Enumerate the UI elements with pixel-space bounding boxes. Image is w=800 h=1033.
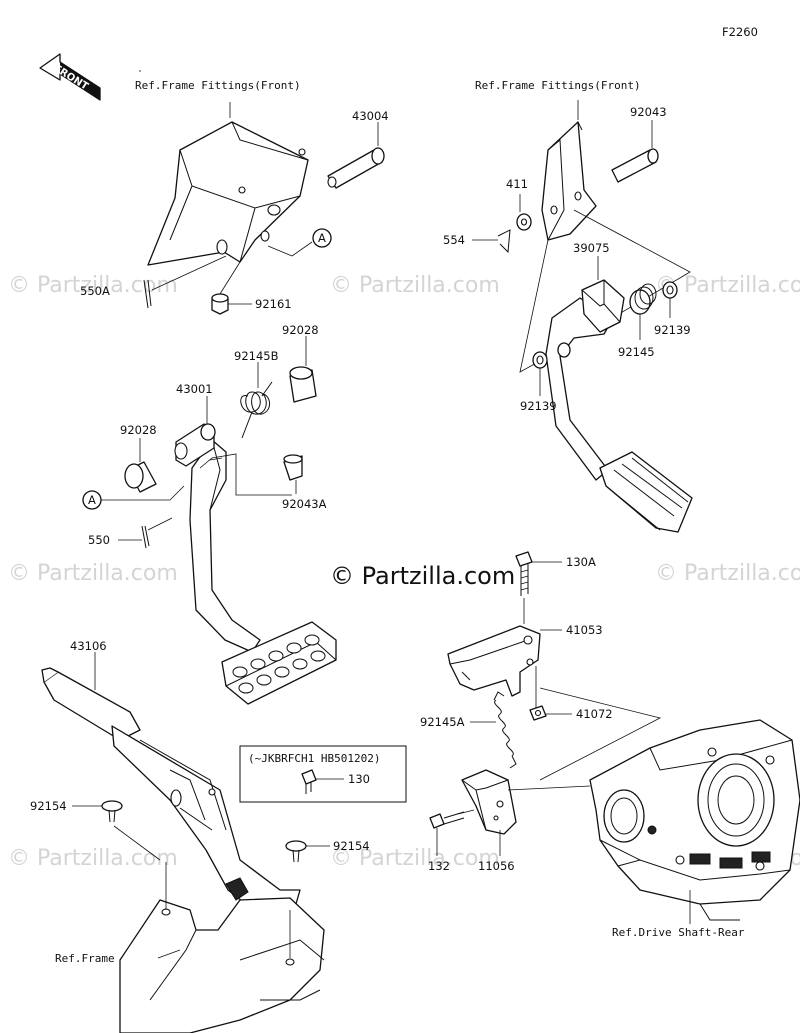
- spring-92145B: [240, 381, 273, 439]
- part-39075: 39075: [573, 241, 610, 255]
- part-130A: 130A: [566, 555, 596, 569]
- bushing-92139-right: [662, 281, 678, 299]
- bolt-92154-right: [285, 840, 307, 863]
- front-arrow-icon: FRONT: [39, 53, 101, 101]
- part-92145: 92145: [618, 345, 655, 359]
- part-43001: 43001: [176, 382, 213, 396]
- spring-92145A: [493, 691, 517, 769]
- callout-a: A: [318, 231, 326, 245]
- bolt-130A: [515, 551, 533, 596]
- watermark: © Partzilla.com: [655, 561, 800, 586]
- part-92154-right: 92154: [333, 839, 370, 853]
- part-92145B: 92145B: [234, 349, 279, 363]
- bushing-92139-left: [532, 342, 571, 369]
- part-43004: 43004: [352, 109, 389, 123]
- clip-554: [497, 229, 511, 254]
- part-411: 411: [506, 177, 528, 191]
- part-92043: 92043: [630, 105, 667, 119]
- nut-41072: [529, 705, 547, 721]
- part-92139-left: 92139: [520, 399, 557, 413]
- ref-frame-fittings-left: Ref.Frame Fittings(Front): [135, 79, 301, 92]
- nut-92161: [211, 293, 229, 315]
- bolt-130: [301, 769, 317, 794]
- bolt-132: [429, 811, 465, 829]
- washer-411: [516, 213, 532, 231]
- pin-43004: [327, 147, 385, 189]
- frame: [119, 897, 325, 1033]
- brake-pedal-pad: [221, 621, 337, 705]
- bolt-92154-left: [101, 800, 123, 823]
- figure-code: F2260: [722, 25, 758, 39]
- serial-note: (~JKBRFCH1 HB501202): [248, 752, 380, 765]
- serial-note-box: [239, 745, 407, 803]
- callout-a: A: [88, 493, 96, 507]
- ref-frame: Ref.Frame: [55, 952, 115, 965]
- part-92043A: 92043A: [282, 497, 327, 511]
- part-550A: 550A: [80, 284, 110, 298]
- bracket-11056: [461, 769, 517, 835]
- drive-shaft-housing: [589, 719, 800, 921]
- part-92028-left: 92028: [120, 423, 157, 437]
- part-130: 130: [348, 772, 370, 786]
- ref-drive-shaft: Ref.Drive Shaft-Rear: [612, 926, 745, 939]
- part-132: 132: [428, 859, 450, 873]
- part-92139-right: 92139: [654, 323, 691, 337]
- part-43106: 43106: [70, 639, 107, 653]
- brake-pedal-arm: [189, 439, 261, 653]
- watermark: © Partzilla.com: [8, 561, 178, 586]
- watermark: © Partzilla.com: [330, 846, 500, 871]
- part-550: 550: [88, 533, 110, 547]
- pin-92043: [611, 148, 659, 183]
- part-92154-left: 92154: [30, 799, 67, 813]
- bracket-41053: [447, 625, 541, 697]
- pin-92043A: [283, 454, 303, 481]
- pedal-boss: [174, 423, 216, 467]
- part-11056: 11056: [478, 859, 515, 873]
- part-554: 554: [443, 233, 465, 247]
- part-92028-top: 92028: [282, 323, 319, 337]
- part-41072: 41072: [576, 707, 613, 721]
- brake-bracket: [139, 70, 309, 266]
- accelerator-bracket: [541, 121, 597, 241]
- bushing-92028-top: [289, 366, 317, 403]
- cotter-pin-550A: [143, 279, 152, 309]
- part-41053: 41053: [566, 623, 603, 637]
- stopper-39075: [581, 279, 625, 333]
- watermark: © Partzilla.com: [8, 846, 178, 871]
- part-92161: 92161: [255, 297, 292, 311]
- watermark: © Partzilla.com: [655, 273, 800, 298]
- spring-92145: [629, 283, 657, 315]
- accelerator-pedal-pad: [599, 451, 693, 533]
- watermark: © Partzilla.com: [330, 273, 500, 298]
- bushing-92028-left: [124, 461, 157, 493]
- ref-frame-fittings-right: Ref.Frame Fittings(Front): [475, 79, 641, 92]
- watermark-main: © Partzilla.com: [330, 562, 515, 590]
- part-92145A: 92145A: [420, 715, 465, 729]
